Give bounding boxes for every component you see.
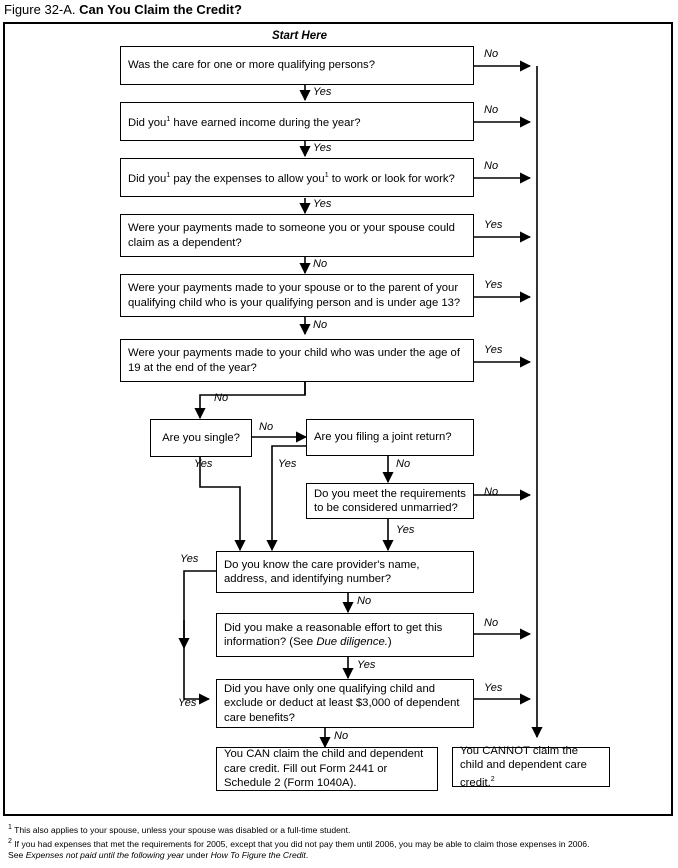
edge-label-q8-yes: Yes [278,458,297,470]
box-text: Are you filing a joint return? [314,431,452,444]
decision-box-are-you-single[interactable]: Are you single? [150,419,252,457]
start-here-label: Start Here [272,30,327,42]
edge-label-q1-yes: Yes [313,86,332,98]
page-title: Figure 32-A. Can You Claim the Credit? [4,2,242,18]
footnote-marker-2: 2 [8,838,12,846]
decision-box-payments-to-dependent[interactable]: Were your payments made to someone you o… [120,214,474,257]
edge-label-q5-yes: Yes [484,279,503,291]
decision-box-care-qualifying-persons[interactable]: Was the care for one or more qualifying … [120,46,474,85]
chart-border [3,22,673,816]
edge-label-q6-yes: Yes [484,344,503,356]
figure-name: Can You Claim the Credit? [79,2,242,17]
edge-label-q10-no: No [357,595,372,607]
decision-box-payments-to-child-under-19[interactable]: Were your payments made to your child wh… [120,339,474,382]
edge-label-q2-yes: Yes [313,142,332,154]
edge-label-q5-no: No [313,319,328,331]
decision-box-joint-return[interactable]: Are you filing a joint return? [306,419,474,456]
footnote-1: 1 This also applies to your spouse, unle… [8,824,351,835]
edge-label-q4-yes: Yes [484,219,503,231]
figure-number: Figure 32-A. [4,2,76,17]
footnote-emphasis-2: How To Figure the Credit [210,850,306,861]
footnotes: 1 This also applies to your spouse, unle… [8,822,670,861]
edge-label-q10-yes: Yes [180,553,199,565]
edge-label-q9-yes: Yes [396,524,415,536]
footnote-ref-1: 1 [166,171,171,179]
box-text: Do you know the care provider's name, ad… [224,558,420,586]
footnote-2-cont: See Expenses not paid until the followin… [8,850,309,861]
edge-label-q3-no: No [484,160,499,172]
edge-label-q11-yes: Yes [357,659,376,671]
decision-box-earned-income[interactable]: Did you1 have earned income during the y… [120,102,474,141]
footnote-emphasis-1: Expenses not paid until the following ye… [25,850,184,861]
box-text: Was the care for one or more qualifying … [128,59,375,72]
decision-box-expenses-to-work[interactable]: Did you1 pay the expenses to allow you1 … [120,158,474,197]
edge-label-q10-yes-tail: Yes [178,697,197,709]
box-text: Did you have only one qualifying child a… [224,682,460,724]
box-text: You CAN claim the child and dependent ca… [224,748,424,790]
edge-label-q7-yes: Yes [194,458,213,470]
due-diligence-emphasis: Due diligence. [316,636,388,648]
edge-label-q11-no: No [484,617,499,629]
edge-label-q12-no: No [334,730,349,742]
box-text: Were your payments made to your child wh… [128,347,460,374]
edge-label-q3-yes: Yes [313,198,332,210]
edge-label-q12-yes: Yes [484,682,503,694]
footnote-2: 2 If you had expenses that met the requi… [8,838,590,849]
decision-box-one-child-3000-benefits[interactable]: Did you have only one qualifying child a… [216,679,474,728]
edge-label-q1-no: No [484,48,499,60]
outcome-box-cannot-claim[interactable]: You CANNOT claim the child and dependent… [452,744,610,789]
footnote-ref-1b: 1 [324,171,329,179]
edge-label-q7-no: No [259,421,274,433]
box-text: You CANNOT claim the child and dependent… [460,744,587,789]
box-text: Did you1 have earned income during the y… [128,115,361,129]
box-text: Were your payments made to someone you o… [128,222,455,249]
decision-box-payments-to-spouse-or-parent[interactable]: Were your payments made to your spouse o… [120,274,474,317]
box-text: Did you make a reasonable effort to get … [224,621,443,649]
box-text: Were your payments made to your spouse o… [128,282,461,309]
edge-label-q2-no: No [484,104,499,116]
footnote-ref-1: 1 [166,115,171,123]
edge-label-q4-no: No [313,258,328,270]
box-text: Are you single? [162,431,240,444]
edge-label-q6-no: No [214,392,229,404]
footnote-marker-1: 1 [8,824,12,831]
box-text: Do you meet the requirements to be consi… [314,487,466,515]
edge-label-q8-no: No [396,458,411,470]
edge-label-q9-no: No [484,486,499,498]
box-text: Did you1 pay the expenses to allow you1 … [128,171,455,185]
footnote-ref-2: 2 [490,775,495,783]
outcome-box-can-claim[interactable]: You CAN claim the child and dependent ca… [216,747,438,791]
decision-box-considered-unmarried[interactable]: Do you meet the requirements to be consi… [306,483,474,519]
decision-box-reasonable-effort[interactable]: Did you make a reasonable effort to get … [216,613,474,657]
decision-box-know-care-provider[interactable]: Do you know the care provider's name, ad… [216,551,474,593]
